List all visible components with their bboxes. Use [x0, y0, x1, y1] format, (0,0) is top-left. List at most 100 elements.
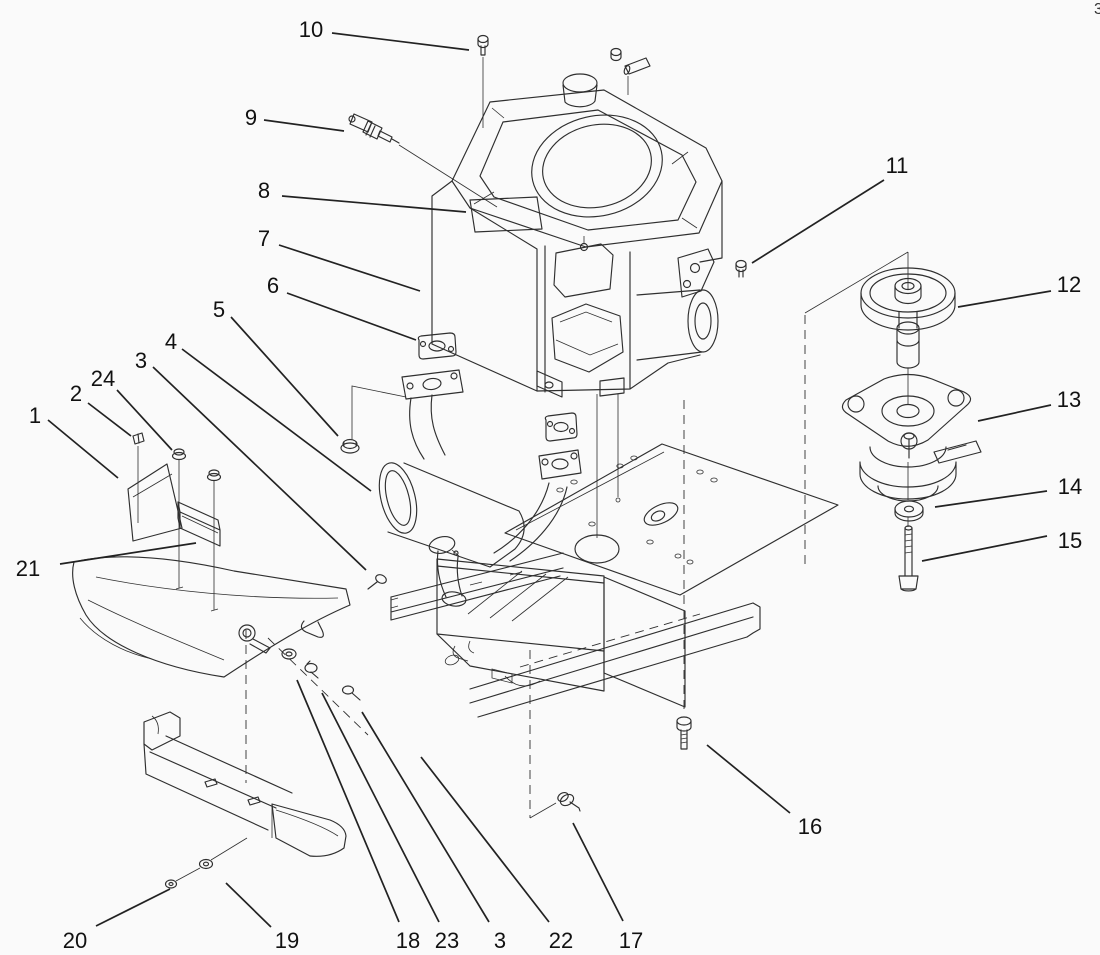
callout-label-23-20: 23: [435, 928, 459, 953]
pulley-shaft: [896, 311, 920, 369]
callout-leader-8-8: [281, 195, 467, 213]
pulley-item12: [860, 267, 956, 369]
muffler-assembly: [340, 332, 582, 607]
spark-plug-item9: [348, 113, 498, 208]
callout-leader-24-2: [116, 389, 173, 451]
air-cleaner-cover: [551, 303, 624, 373]
callout-leader-2-1: [87, 402, 132, 437]
callout-leader-14-14: [934, 490, 1048, 508]
callout-label-21-24: 21: [16, 556, 40, 581]
callout-label-13-13: 13: [1057, 387, 1081, 412]
muffler-end-cap: [378, 462, 418, 534]
callout-label-5-5: 5: [213, 297, 225, 322]
bolt-item16: [676, 716, 692, 750]
callout-leader-16-16: [706, 744, 791, 814]
muffler-strap-clamp: [238, 620, 324, 654]
callout-leader-7-7: [278, 244, 421, 292]
frame-engine-deck: [504, 443, 839, 596]
exhaust-pipe-right: [493, 482, 568, 562]
flange-nut-item5: [340, 385, 407, 454]
starter-motor: [636, 289, 719, 361]
callout-leader-3-19: [361, 711, 490, 923]
page-number-fragment: 3: [1094, 1, 1100, 18]
screw-item3-upper: [367, 574, 387, 590]
bumper-item19: [143, 711, 347, 857]
callout-leader-6-6: [286, 292, 417, 341]
clutch-anti-rotation-arm: [933, 440, 982, 464]
washer-item14: [894, 500, 924, 522]
callout-label-4-4: 4: [165, 329, 177, 354]
callout-label-7-7: 7: [258, 226, 270, 251]
callout-label-15-15: 15: [1058, 528, 1082, 553]
clutch-screw-item11: [735, 259, 747, 278]
exhaust-flange-right: [538, 449, 582, 480]
top-screw-item10: [477, 34, 489, 128]
oil-fill-neck: [562, 73, 598, 108]
callout-leader-20-23: [95, 888, 171, 927]
callout-leader-19-22: [225, 882, 272, 928]
callout-label-20-23: 20: [63, 928, 87, 953]
fastener-chain-items18-23-3-22: [267, 637, 369, 736]
engine-assembly: [431, 73, 723, 398]
electric-clutch-item13: [841, 373, 982, 502]
frame-rail-right: [469, 602, 761, 718]
muffler-clamp: [428, 536, 460, 557]
callout-leader-10-10: [331, 32, 470, 51]
callout-label-17-17: 17: [619, 928, 643, 953]
exhaust-gasket-item6: [417, 332, 457, 360]
push-nut-item2: [132, 432, 145, 523]
blower-screen-oval: [531, 114, 663, 218]
callout-leader-3-3: [152, 366, 367, 571]
callout-label-19-22: 19: [275, 928, 299, 953]
engine-mount-bracket: [677, 248, 715, 298]
callout-label-2-1: 2: [70, 381, 82, 406]
callout-leader-13-13: [977, 404, 1052, 422]
callout-label-8-8: 8: [258, 178, 270, 203]
carburetor-box: [553, 236, 614, 298]
callout-label-12-12: 12: [1057, 272, 1081, 297]
callout-label-3-19: 3: [494, 928, 506, 953]
adjustment-plate: [603, 576, 686, 708]
callout-label-11-11: 11: [886, 153, 909, 178]
callout-label-22-18: 22: [549, 928, 573, 953]
callout-leader-17-17: [572, 822, 624, 922]
nut-washer-item20: [164, 837, 248, 889]
engine-blower-housing-top: [451, 89, 723, 248]
callout-label-18-21: 18: [396, 928, 420, 953]
callout-label-10-10: 10: [299, 17, 323, 42]
shield-screws-item24: [171, 448, 222, 612]
top-screw-and-pin: [610, 47, 651, 95]
callout-leader-9-9: [263, 119, 345, 132]
callout-leader-15-15: [921, 535, 1048, 562]
engine-feet: [536, 370, 625, 398]
callout-label-1-0: 1: [29, 403, 41, 428]
callout-leader-23-20: [321, 692, 440, 923]
frame-center-bracket: [436, 558, 686, 708]
frame-rail-left: [390, 552, 564, 621]
callout-leader-4-4: [181, 348, 372, 492]
callout-label-6-6: 6: [267, 273, 279, 298]
callout-label-14-14: 14: [1058, 474, 1082, 499]
callout-label-24-2: 24: [91, 366, 115, 391]
exhaust-pipe-left: [409, 394, 446, 460]
callout-label-3-3: 3: [135, 348, 147, 373]
callout-label-9-9: 9: [245, 105, 257, 130]
callout-label-16-16: 16: [798, 814, 822, 839]
heat-shield-upper-item1: [127, 463, 183, 542]
callout-leader-21-24: [59, 542, 197, 565]
exhaust-flange-left: [401, 369, 464, 400]
callout-leader-12-12: [957, 290, 1052, 308]
engine-left-panel: [431, 180, 538, 392]
engine-label-plate: [469, 196, 543, 233]
callout-leader-1-0: [47, 419, 119, 479]
callout-leader-18-21: [296, 679, 400, 923]
callout-leader-11-11: [751, 179, 885, 264]
bumper-end-cap: [271, 803, 347, 857]
bolt-item15: [898, 525, 919, 592]
exhaust-gasket-right: [544, 412, 578, 442]
screw-item17: [557, 792, 581, 812]
alignment-lines: [529, 251, 909, 819]
